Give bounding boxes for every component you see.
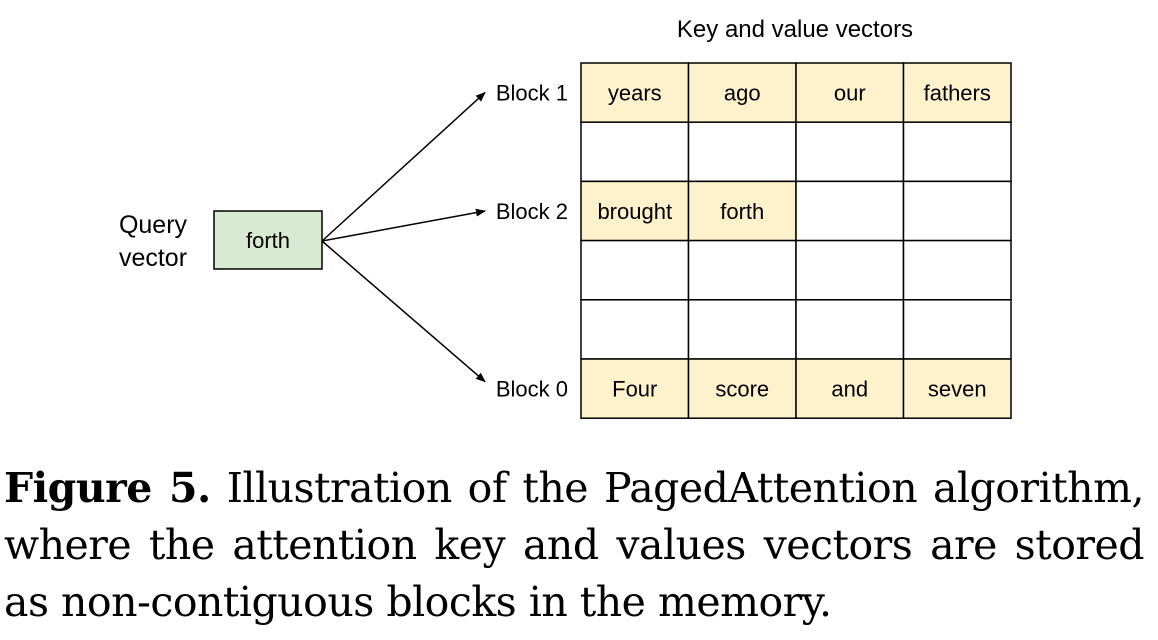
kv-token: score	[715, 377, 769, 402]
paged-attention-diagram: Key and value vectors Query vector forth…	[119, 16, 1012, 419]
kv-cell	[580, 121, 690, 183]
kv-cell	[902, 299, 1012, 360]
attention-arrow	[321, 91, 486, 242]
kv-cell	[902, 180, 1012, 242]
kv-cell	[580, 180, 690, 242]
kv-token: and	[831, 377, 868, 402]
kv-cell	[687, 239, 797, 301]
kv-cell	[902, 239, 1012, 301]
attention-arrow	[321, 240, 486, 383]
query-label-line2: vector	[119, 244, 187, 272]
kv-token: seven	[928, 377, 987, 402]
figure-label: Figure 5.	[4, 464, 211, 512]
block-label: Block 1	[496, 81, 568, 106]
kv-token: fathers	[924, 81, 991, 106]
kv-cell	[902, 358, 1012, 419]
kv-token: brought	[597, 199, 672, 224]
block-labels: Block 1 Block 2 Block 0	[496, 81, 568, 402]
attention-arrows	[321, 91, 486, 383]
block-label: Block 2	[496, 199, 568, 224]
kv-cell	[795, 121, 905, 183]
query-vector-box	[213, 210, 323, 270]
attention-arrow	[321, 208, 486, 242]
kv-cell	[795, 180, 905, 242]
kv-cell	[580, 299, 690, 360]
kv-cell	[580, 62, 690, 123]
kv-cell	[580, 358, 690, 419]
kv-cell	[687, 358, 797, 419]
kv-cell	[902, 121, 1012, 183]
block-label: Block 0	[496, 377, 568, 402]
caption-text: Illustration of the PagedAttention algor…	[4, 464, 1145, 626]
query-token: forth	[246, 228, 290, 253]
kv-cell	[687, 299, 797, 360]
kv-token: ago	[724, 81, 761, 106]
kv-cell	[795, 299, 905, 360]
kv-cell	[795, 358, 905, 419]
kv-cell	[687, 121, 797, 183]
kv-cell	[687, 62, 797, 123]
kv-token: years	[608, 81, 662, 106]
kv-token: Four	[612, 377, 657, 402]
query-label-line1: Query	[119, 211, 188, 239]
kv-cell	[795, 239, 905, 301]
kv-token: our	[834, 81, 866, 106]
kv-token: forth	[720, 199, 764, 224]
diagram-title: Key and value vectors	[677, 16, 913, 43]
figure-caption: Figure 5. Illustration of the PagedAtten…	[4, 460, 1145, 631]
kv-cell	[580, 239, 690, 301]
